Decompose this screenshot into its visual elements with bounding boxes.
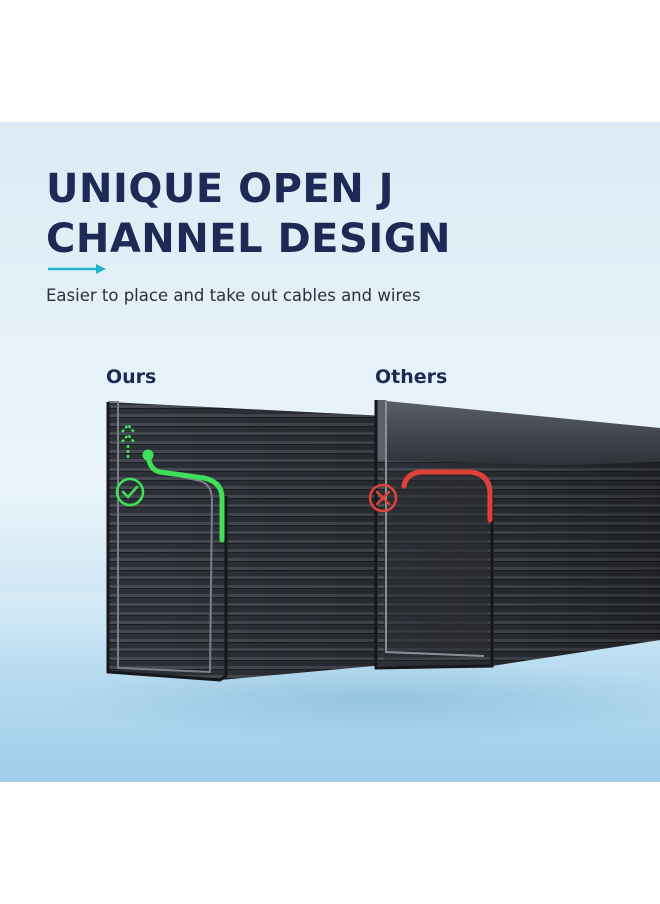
label-others: Others [375,366,448,388]
others-channel [374,400,660,670]
ours-profile-dot [142,449,154,461]
headline-line-2: CHANNEL DESIGN [46,216,452,262]
ours-hint-arrows [121,423,135,458]
x-circle-icon [368,483,398,513]
ours-good-profile [145,453,225,543]
label-ours: Ours [106,366,157,388]
headline: UNIQUE OPEN J CHANNEL DESIGN [46,164,451,264]
arrow-right-icon [48,264,106,274]
others-bad-profile [401,469,493,523]
check-circle-icon [115,477,145,507]
headline-line-1: UNIQUE OPEN J [46,166,395,212]
subtitle: Easier to place and take out cables and … [46,286,421,305]
